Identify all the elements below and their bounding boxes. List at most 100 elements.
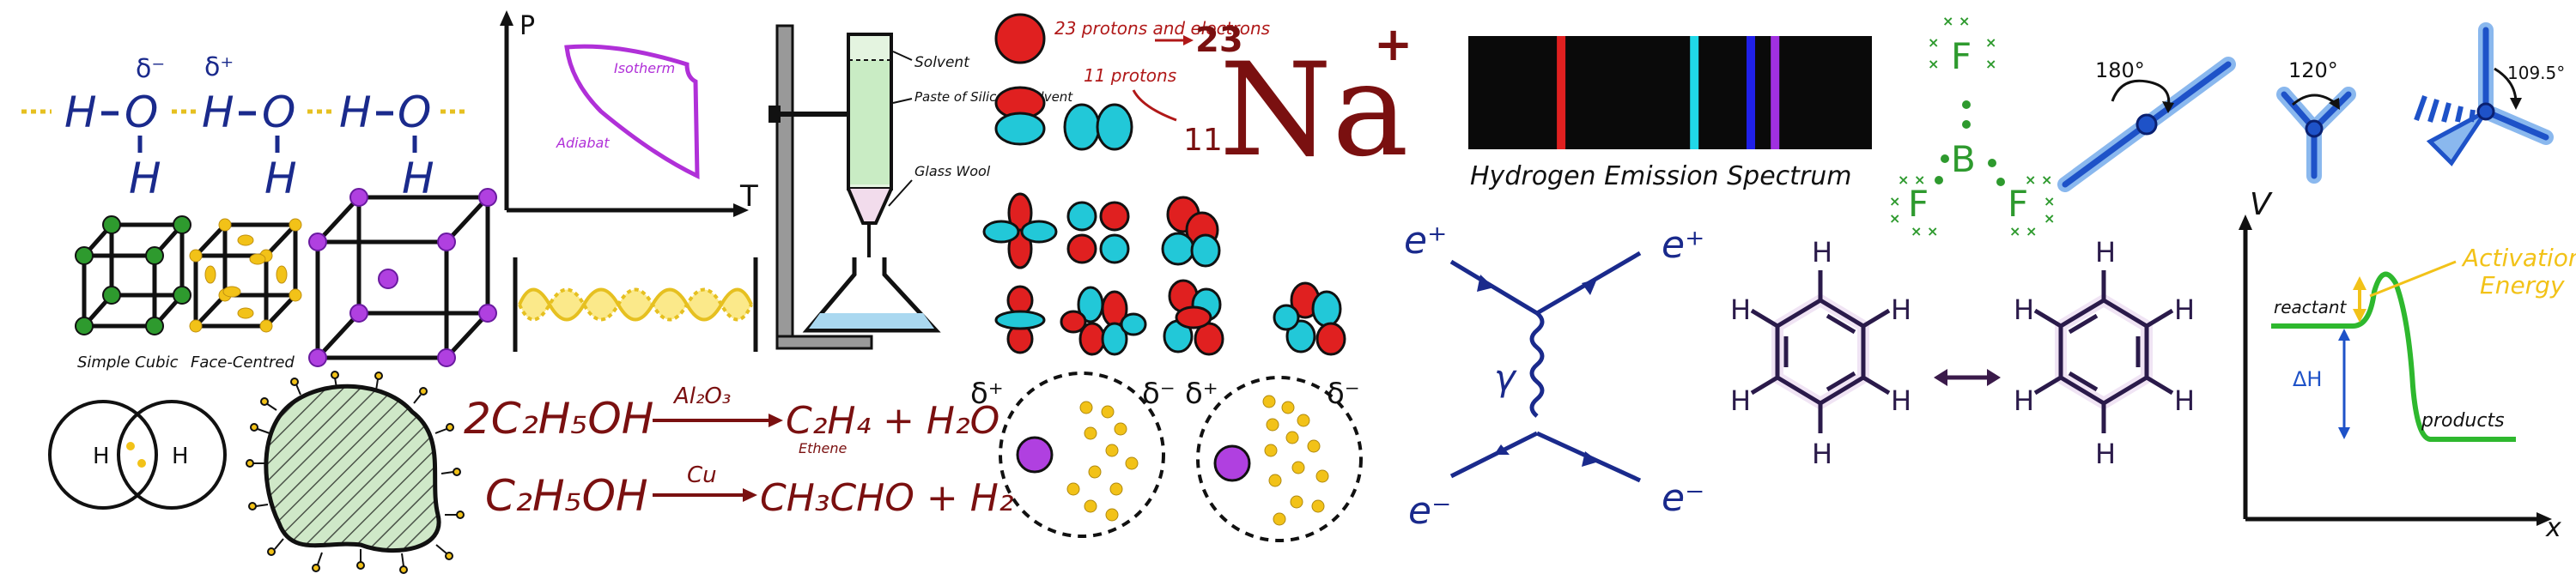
- linear-shape: 180°: [2057, 57, 2236, 192]
- spectral-line: [1690, 36, 1699, 149]
- protons-note: 11 protons: [1084, 65, 1176, 86]
- svg-text:× ×: × ×: [1942, 13, 1970, 29]
- spectral-line: [1557, 36, 1566, 149]
- delta-h-label: ΔH: [2293, 367, 2322, 391]
- reactant-label: reactant: [2274, 297, 2348, 317]
- energy-x-axis-label: x: [2545, 513, 2561, 543]
- electron-bottom-left: e⁻: [1408, 489, 1451, 533]
- isotherm-label: Isotherm: [614, 60, 675, 76]
- pt-y-axis-label: P: [519, 11, 535, 41]
- protons-electrons-note: 23 protons and electrons: [1054, 18, 1270, 39]
- svg-text:×: ×: [1928, 34, 1939, 51]
- reaction1-catalyst: Al₂O₃: [672, 384, 731, 409]
- h-atom: H: [1812, 236, 1832, 269]
- water-atom: O: [125, 88, 158, 137]
- activation-energy-text-line2: Energy: [2480, 271, 2565, 299]
- boron-atom: B: [1951, 138, 1976, 180]
- delta-minus-1: δ⁻: [1142, 377, 1176, 411]
- h-atom: H: [2014, 384, 2034, 417]
- svg-text:×: ×: [1889, 193, 1900, 209]
- venn-right-label: H: [172, 444, 189, 469]
- activation-energy-text: Activation: [2461, 244, 2576, 272]
- svg-text:×: ×: [1889, 210, 1900, 227]
- water-hydrogen-bonding: H O H δ⁻ δ⁺ H O H H O H: [21, 52, 468, 203]
- spectral-line: [1771, 36, 1780, 149]
- reaction1-lhs: 2C₂H₅OH: [464, 394, 653, 444]
- water-atom: H: [339, 88, 372, 137]
- chromatography-column: Solvent Paste of Silica in Solvent Glass…: [769, 24, 1073, 350]
- simple-cubic-label: Simple Cubic: [77, 353, 179, 372]
- delta-minus-2: δ⁻: [1327, 377, 1360, 411]
- face-centred-label: Face-Centred: [191, 353, 295, 372]
- fluorine-atom: F: [1908, 183, 1929, 225]
- svg-text:× ×: × ×: [2009, 223, 2037, 239]
- emission-spectrum: Hydrogen Emission Spectrum: [1468, 36, 1872, 191]
- resonance-arrow: [1934, 369, 2001, 386]
- activation-energy-label: Activation Energy: [2461, 244, 2576, 299]
- glass-wool-label: Glass Wool: [914, 163, 991, 179]
- fluorine-atom: F: [1951, 35, 1971, 77]
- h-atom: H: [2095, 438, 2116, 470]
- photon-label: γ: [1494, 357, 1517, 399]
- simple-cubic-lattice: [75, 215, 191, 335]
- silica-paste-label: Paste of Silica in Solvent: [914, 89, 1073, 105]
- adiabat-label: Adiabat: [556, 135, 610, 151]
- atomic-orbitals: [982, 13, 1346, 356]
- water-atom: H: [202, 88, 234, 137]
- ion-polarisation: δ⁺ δ⁻ δ⁺ δ⁻: [970, 372, 1363, 542]
- spectral-line: [1747, 36, 1755, 149]
- feynman-diagram: [1449, 251, 1642, 483]
- h-atom: H: [1730, 384, 1751, 417]
- svg-text:×: ×: [1928, 56, 1939, 72]
- h-atom: H: [1730, 293, 1751, 326]
- h-atom: H: [1812, 438, 1832, 470]
- water-atom: H: [402, 154, 434, 203]
- water-atom: H: [64, 88, 97, 137]
- positron-top-right: e⁺: [1662, 223, 1704, 267]
- h-atom: H: [2174, 293, 2195, 326]
- tetra-angle-label: 109.5°: [2507, 63, 2565, 83]
- pt-diagram: P T Isotherm Adiabat: [500, 10, 758, 217]
- delta-minus-label: δ⁻: [136, 54, 165, 84]
- svg-text:×: ×: [1985, 56, 1996, 72]
- energy-profile: V x Activation Energy ΔH reactant produc…: [2239, 187, 2576, 543]
- linear-angle-label: 180°: [2095, 58, 2145, 82]
- svg-text:× ×: × ×: [1911, 223, 1938, 239]
- venn-left-label: H: [93, 444, 110, 469]
- trigonal-planar-shape: 120°: [2276, 58, 2356, 184]
- delta-plus-2: δ⁺: [1185, 377, 1218, 411]
- h-atom: H: [2174, 384, 2195, 417]
- water-atom: H: [264, 154, 297, 203]
- ethene-label: Ethene: [799, 440, 848, 456]
- reaction2-catalyst: Cu: [687, 462, 717, 488]
- svg-text:× ×: × ×: [1898, 172, 1925, 188]
- spectrum-title: Hydrogen Emission Spectrum: [1470, 161, 1851, 191]
- positron-top-left: e⁺: [1404, 219, 1447, 263]
- adsorption-particle: [246, 371, 465, 574]
- svg-text:×: ×: [2044, 193, 2055, 209]
- delta-plus-1: δ⁺: [970, 377, 1004, 411]
- bf3-dot-cross: B F F F × × ×× ×× × × ×× × × × × ×× × ×: [1889, 13, 2055, 239]
- reaction2-rhs: CH₃CHO + H₂: [760, 476, 1013, 520]
- dehydration-equation: 2C₂H₅OH Al₂O₃ C₂H₄ + H₂O Ethene: [464, 384, 999, 456]
- h2-orbital-overlap: H H: [48, 400, 227, 510]
- delta-plus-label: δ⁺: [204, 52, 234, 82]
- trigonal-angle-label: 120°: [2288, 58, 2338, 82]
- water-atom: O: [262, 88, 295, 137]
- benzene-kekule-1: [1750, 270, 1891, 433]
- svg-text:×: ×: [1985, 34, 1996, 51]
- svg-text:× ×: × ×: [2025, 172, 2052, 188]
- products-label: products: [2421, 410, 2505, 432]
- h-atom: H: [2014, 293, 2034, 326]
- atomic-number: 11: [1183, 123, 1223, 158]
- electron-bottom-right: e⁻: [1662, 476, 1704, 520]
- h-atom: H: [1891, 384, 1911, 417]
- element-symbol: Na: [1219, 36, 1409, 185]
- fluorine-atom: F: [2008, 183, 2028, 225]
- water-atom: O: [398, 88, 431, 137]
- oxidation-equation: C₂H₅OH Cu CH₃CHO + H₂: [485, 462, 1013, 521]
- pt-x-axis-label: T: [739, 179, 758, 214]
- solvent-label: Solvent: [914, 54, 970, 71]
- body-centred-lattice: [308, 188, 497, 367]
- water-atom: H: [129, 154, 161, 203]
